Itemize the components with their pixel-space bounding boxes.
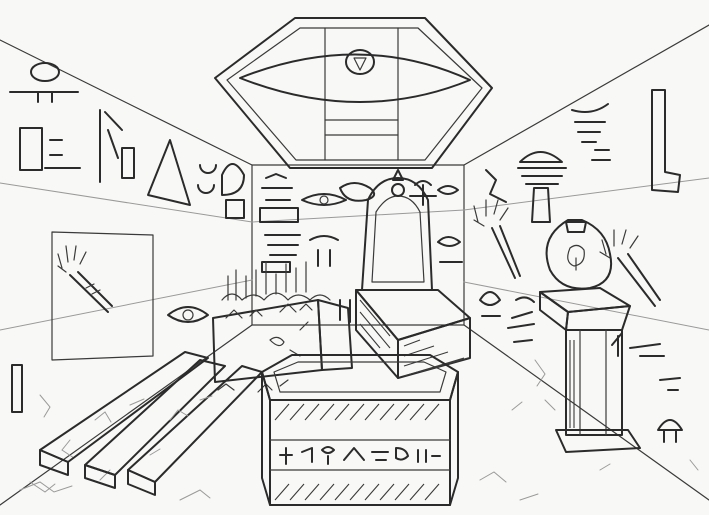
throne [355,169,471,379]
floor-cracks [19,471,539,501]
stone-steps [39,351,263,496]
right-torch-far [599,229,661,307]
pedestal-with-vase [539,219,641,453]
left-torch [57,245,113,313]
eye-pupil [345,49,375,75]
left-wall-hieroglyphs [9,62,245,219]
left-wall-panel [51,231,154,361]
sarcophagus-glyph-band [279,446,441,465]
back-wall [251,164,465,326]
right-torch-near [473,199,521,279]
right-wall-far [511,229,699,471]
eye-outline [239,53,471,103]
back-wall-hieroglyphs [259,173,463,323]
left-lower-glyphs [11,306,209,493]
vase [545,219,612,290]
ceiling-eye-skylight [214,17,493,169]
right-wall-hieroglyphs [473,89,681,343]
sarcophagus [261,354,459,506]
